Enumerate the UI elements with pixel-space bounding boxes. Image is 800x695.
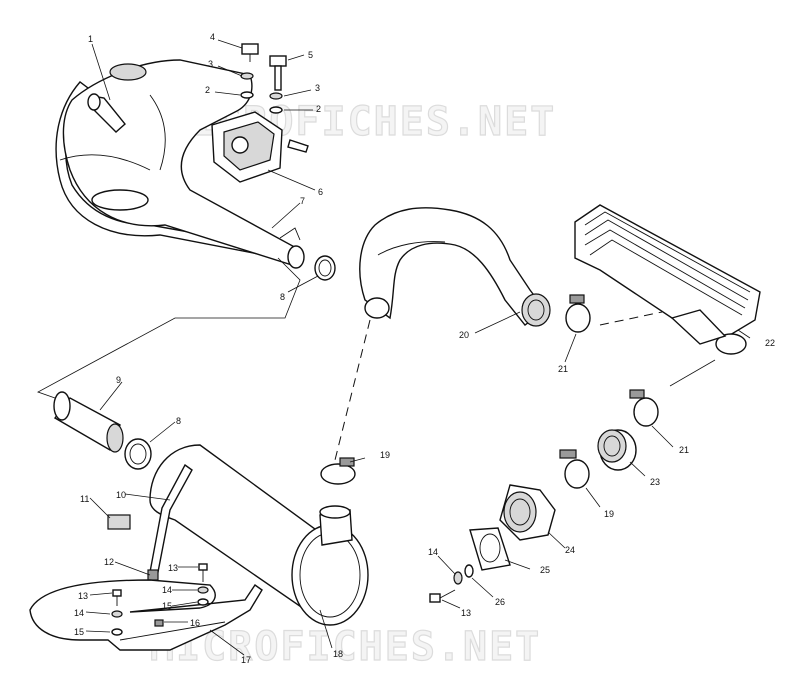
clamp-19-right <box>559 449 590 489</box>
callout-8b: 8 <box>176 416 181 426</box>
callout-13c: 13 <box>461 608 471 618</box>
pad-11 <box>107 514 131 530</box>
clamp-8-top <box>314 255 336 281</box>
washer-14-center <box>197 586 209 594</box>
bolt-13-center <box>198 563 208 582</box>
callout-26: 26 <box>495 597 505 607</box>
clamp-21-upper <box>565 294 591 333</box>
coupler-23 <box>597 429 637 471</box>
callout-2b: 2 <box>316 104 321 114</box>
bolt-13-right <box>429 589 456 603</box>
callout-19b: 19 <box>604 509 614 519</box>
bracket-17 <box>29 579 263 651</box>
callout-2a: 2 <box>205 85 210 95</box>
callout-13b: 13 <box>168 563 178 573</box>
nut-16 <box>154 619 164 627</box>
callout-10: 10 <box>116 490 126 500</box>
clamp-21-lower <box>629 389 659 427</box>
callout-15b: 15 <box>162 601 172 611</box>
washer-15-left <box>111 628 123 636</box>
callout-4: 4 <box>210 32 215 42</box>
callout-13a: 13 <box>78 591 88 601</box>
callout-11: 11 <box>80 494 89 504</box>
callout-1: 1 <box>88 34 93 44</box>
leader-lines <box>85 39 751 656</box>
callout-23: 23 <box>650 477 660 487</box>
clamp-8-lower <box>124 438 152 470</box>
callout-9: 9 <box>116 375 121 385</box>
callout-22: 22 <box>765 338 775 348</box>
callout-24: 24 <box>565 545 575 555</box>
callout-17: 17 <box>241 655 251 665</box>
connection-line-a <box>37 257 301 399</box>
line-21-22 <box>669 359 716 387</box>
callout-14b: 14 <box>162 585 172 595</box>
gasket-25 <box>469 527 511 571</box>
callout-3b: 3 <box>315 83 320 93</box>
callout-16: 16 <box>190 618 200 628</box>
dash-20-19 <box>334 319 371 461</box>
callout-21a: 21 <box>558 364 568 374</box>
callout-20: 20 <box>459 330 469 340</box>
callout-6: 6 <box>318 187 323 197</box>
washer-2a <box>240 91 254 99</box>
washer-3b <box>269 92 283 100</box>
bolt-5 <box>269 55 287 91</box>
dash-21-22 <box>599 311 663 326</box>
muffler-18 <box>149 444 369 626</box>
callout-5: 5 <box>308 50 313 60</box>
tail-pipe-9 <box>53 391 124 453</box>
expansion-chamber <box>55 59 305 269</box>
watermark-bottom: MICROFICHES.NET <box>150 624 541 670</box>
washer-14-right <box>453 571 463 585</box>
callout-14c: 14 <box>428 547 438 557</box>
manifold-block <box>211 111 309 183</box>
callout-19a: 19 <box>380 450 390 460</box>
bolt-13-left <box>112 589 122 606</box>
callout-21b: 21 <box>679 445 689 455</box>
washer-14-left <box>111 610 123 618</box>
callout-15a: 15 <box>74 627 84 637</box>
callout-14a: 14 <box>74 608 84 618</box>
washer-2b <box>269 106 283 114</box>
airbox-22 <box>574 204 761 355</box>
callout-12: 12 <box>104 557 114 567</box>
bolt-4 <box>241 43 259 62</box>
pipe-20 <box>359 207 551 327</box>
callout-8a: 8 <box>280 292 285 302</box>
callout-18: 18 <box>333 649 343 659</box>
adapter-24 <box>499 484 556 541</box>
washer-3a <box>240 72 254 80</box>
callout-3a: 3 <box>208 59 213 69</box>
callout-7: 7 <box>300 196 305 206</box>
washer-15-center <box>197 598 209 606</box>
clamp-19-center <box>320 457 356 485</box>
washer-26 <box>464 564 474 578</box>
callout-25: 25 <box>540 565 550 575</box>
callout-labels: 1 4 3 2 5 3 2 6 7 8 20 22 21 21 23 19 24… <box>74 32 775 665</box>
